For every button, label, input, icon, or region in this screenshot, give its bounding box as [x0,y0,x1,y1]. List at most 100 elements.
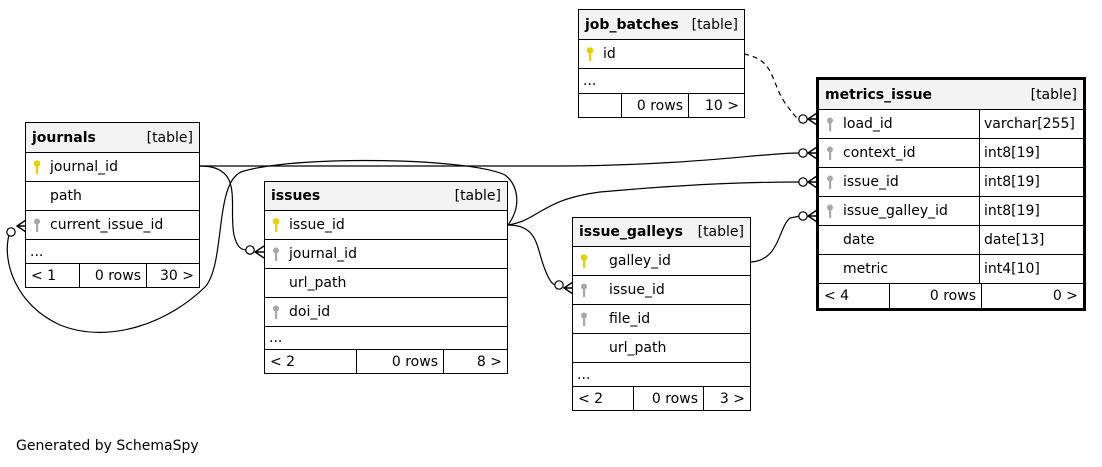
column-row[interactable]: file_id [573,305,750,334]
column-row[interactable]: issue_id [573,276,750,305]
edge-end-circle [245,245,255,255]
edge-end-circle [798,114,808,124]
column-row[interactable]: current_issue_id [26,211,199,240]
row-count: 0 rows [633,387,703,410]
column-row[interactable]: date date[13] [819,226,1083,255]
column-name: metric [843,261,889,277]
table-issues[interactable]: issues [table] issue_id journal_id url_p… [264,181,508,374]
edge-end-circle [798,211,808,221]
column-type: int8[19] [979,168,1083,196]
parent-count: < 2 [270,353,296,370]
column-row[interactable]: journal_id [26,153,199,182]
edge-end-circle [798,177,808,187]
column-name: file_id [609,311,651,327]
table-header[interactable]: issue_galleys [table] [573,218,750,247]
foreign-key-icon [819,203,841,219]
edge-issues-metrics-issue [507,181,801,226]
more-columns: ... [26,240,199,264]
crow-foot-icon [806,146,818,160]
column-type: int8[19] [979,197,1083,225]
table-header[interactable]: issues [table] [265,182,507,211]
column-name: path [50,188,82,204]
row-count: 0 rows [79,264,146,287]
more-columns: ... [265,327,507,350]
crow-foot-icon [15,219,27,233]
edge-end-circle [6,227,16,237]
column-row[interactable]: id [579,40,744,69]
column-name: id [603,46,616,62]
column-row[interactable]: url_path [573,334,750,363]
table-name: journals [32,129,96,146]
column-type: int4[10] [979,255,1083,283]
table-kind: [table] [146,129,193,146]
row-count: 0 rows [621,94,688,117]
child-count: 0 > [981,284,1083,308]
foreign-key-icon [26,217,48,233]
generator-caption: Generated by SchemaSpy [16,438,199,454]
column-row[interactable]: issue_id [265,211,507,240]
column-name: load_id [843,116,893,132]
column-name: context_id [843,145,916,161]
crow-foot-icon [806,175,818,189]
column-row[interactable]: doi_id [265,298,507,327]
foreign-key-icon [819,145,841,161]
table-metrics-issue[interactable]: metrics_issue [table] load_id varchar[25… [816,77,1086,311]
edge-issues-journals-current [6,159,518,333]
column-name: doi_id [289,304,331,320]
table-name: issue_galleys [579,224,683,240]
primary-key-icon [573,253,595,269]
column-row[interactable]: context_id int8[19] [819,139,1083,168]
column-row[interactable]: path [26,182,199,211]
column-type: date[13] [979,226,1083,254]
table-footer: < 2 0 rows 8 > [265,350,507,373]
table-header[interactable]: metrics_issue [table] [819,80,1083,110]
table-kind: [table] [691,16,738,33]
parent-count [579,94,621,117]
column-type: int8[19] [979,139,1083,167]
column-name: current_issue_id [50,217,164,233]
table-issue-galleys[interactable]: issue_galleys [table] galley_id issue_id… [572,217,751,411]
crow-foot-icon [253,245,265,259]
table-footer: < 4 0 rows 0 > [819,284,1083,308]
column-row[interactable]: galley_id [573,247,750,276]
parent-count: < 4 [824,288,850,304]
crow-foot-icon [562,281,574,295]
edge-galleys-metrics [750,215,801,263]
column-name: journal_id [289,246,357,262]
column-row[interactable]: url_path [265,269,507,298]
foreign-key-icon [573,311,595,327]
child-count: 8 > [443,350,507,373]
edge-journals-issues [199,165,248,251]
more-columns: ... [573,363,750,387]
column-name: date [843,232,875,248]
table-name: metrics_issue [825,86,933,103]
table-job-batches[interactable]: job_batches [table] id ... 0 rows 10 > [578,9,745,118]
primary-key-icon [265,217,287,233]
parent-count: < 2 [578,390,604,407]
table-header[interactable]: job_batches [table] [579,10,744,40]
column-row[interactable]: issue_id int8[19] [819,168,1083,197]
crow-foot-icon [806,112,818,126]
child-count: 10 > [688,94,744,117]
column-row[interactable]: load_id varchar[255] [819,110,1083,139]
column-row[interactable]: metric int4[10] [819,255,1083,284]
foreign-key-icon [573,282,595,298]
column-name: issue_id [289,217,345,233]
edge-job-batches-metrics [743,53,801,120]
table-name: issues [271,188,321,204]
table-header[interactable]: journals [table] [26,123,199,153]
column-name: issue_galley_id [843,203,948,219]
table-journals[interactable]: journals [table] journal_id path current… [25,122,200,288]
column-name: galley_id [609,253,671,269]
column-name: issue_id [843,174,899,190]
table-kind: [table] [454,188,501,204]
edge-journals-metrics-context [200,152,801,167]
column-row[interactable]: journal_id [265,240,507,269]
row-count: 0 rows [889,284,981,308]
child-count: 30 > [146,264,199,287]
column-row[interactable]: issue_galley_id int8[19] [819,197,1083,226]
foreign-key-icon [819,174,841,190]
table-kind: [table] [1030,86,1077,103]
parent-count: < 1 [31,267,57,284]
